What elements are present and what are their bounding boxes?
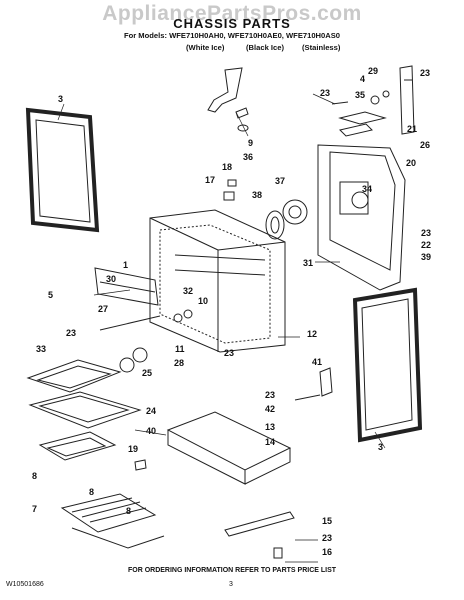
storage-drawer — [166, 411, 292, 485]
callout-3b: 3 — [378, 442, 383, 452]
variant-black-ice: (Black Ice) — [246, 43, 284, 52]
callout-23b: 23 — [320, 88, 330, 98]
callout-8c: 8 — [126, 506, 131, 516]
callout-36: 36 — [243, 152, 253, 162]
top-bracket — [207, 67, 249, 132]
callout-8a: 8 — [32, 471, 37, 481]
latch-parts — [294, 367, 333, 401]
drip-tray — [28, 391, 142, 429]
callout-37: 37 — [275, 176, 285, 186]
callout-26: 26 — [420, 140, 430, 150]
callout-14: 14 — [265, 437, 275, 447]
callout-17: 17 — [205, 175, 215, 185]
callout-23g: 23 — [322, 533, 332, 543]
oven-rack — [60, 493, 165, 549]
callout-10: 10 — [198, 296, 208, 306]
callout-30: 30 — [106, 274, 116, 284]
clip-19 — [134, 459, 147, 471]
variant-stainless: (Stainless) — [302, 43, 341, 52]
callout-19: 19 — [128, 444, 138, 454]
callout-23a: 23 — [420, 68, 430, 78]
callout-5: 5 — [48, 290, 53, 300]
callout-21: 21 — [407, 124, 417, 134]
front-frame — [94, 267, 159, 306]
door-gasket-left — [25, 107, 100, 233]
callout-29: 29 — [368, 66, 378, 76]
callout-16: 16 — [322, 547, 332, 557]
chassis-body — [149, 209, 286, 353]
callout-15: 15 — [322, 516, 332, 526]
leader-lines — [57, 93, 386, 563]
door-gasket-right — [352, 287, 423, 443]
callouts: 3 9 36 4 35 29 23 23 21 26 20 18 17 37 3… — [32, 66, 431, 557]
control-parts — [99, 309, 193, 373]
callout-23d: 23 — [66, 328, 76, 338]
callout-18: 18 — [222, 162, 232, 172]
callout-34: 34 — [362, 184, 372, 194]
models-line: For Models: WFE710H0AH0, WFE710H0AE0, WF… — [123, 31, 341, 40]
callout-3a: 3 — [58, 94, 63, 104]
callout-12: 12 — [307, 329, 317, 339]
callout-1: 1 — [123, 260, 128, 270]
page-number: 3 — [229, 581, 233, 588]
callout-24: 24 — [146, 406, 156, 416]
callout-38: 38 — [252, 190, 262, 200]
ordering-note: FOR ORDERING INFORMATION REFER TO PARTS … — [127, 567, 337, 574]
callout-9: 9 — [248, 138, 253, 148]
callout-40: 40 — [146, 426, 156, 436]
convection-fan — [265, 199, 308, 240]
watermark: AppliancePartsPros.com — [102, 2, 362, 25]
clip-parts — [223, 179, 237, 201]
drawer-slide — [224, 511, 295, 559]
rear-panel — [317, 144, 406, 291]
callout-8b: 8 — [89, 487, 94, 497]
page-title: CHASSIS PARTS — [173, 16, 291, 31]
callout-22: 22 — [421, 240, 431, 250]
callout-28: 28 — [174, 358, 184, 368]
callout-27: 27 — [98, 304, 108, 314]
callout-23c: 23 — [421, 228, 431, 238]
bake-element — [38, 431, 117, 461]
callout-23f: 23 — [265, 390, 275, 400]
callout-4: 4 — [360, 74, 365, 84]
callout-31: 31 — [303, 258, 313, 268]
callout-33: 33 — [36, 344, 46, 354]
callout-7: 7 — [32, 504, 37, 514]
callout-41: 41 — [312, 357, 322, 367]
callout-13: 13 — [265, 422, 275, 432]
callout-39: 39 — [421, 252, 431, 262]
callout-25: 25 — [142, 368, 152, 378]
broil-pan — [26, 359, 122, 393]
callout-42: 42 — [265, 404, 275, 414]
callout-11: 11 — [175, 344, 185, 354]
doc-number: W10501686 — [6, 581, 44, 588]
callout-23e: 23 — [224, 348, 234, 358]
callout-35: 35 — [355, 90, 365, 100]
rear-bracket-parts — [331, 65, 415, 137]
variant-white-ice: (White Ice) — [186, 43, 225, 52]
callout-20: 20 — [406, 158, 416, 168]
callout-32: 32 — [183, 286, 193, 296]
